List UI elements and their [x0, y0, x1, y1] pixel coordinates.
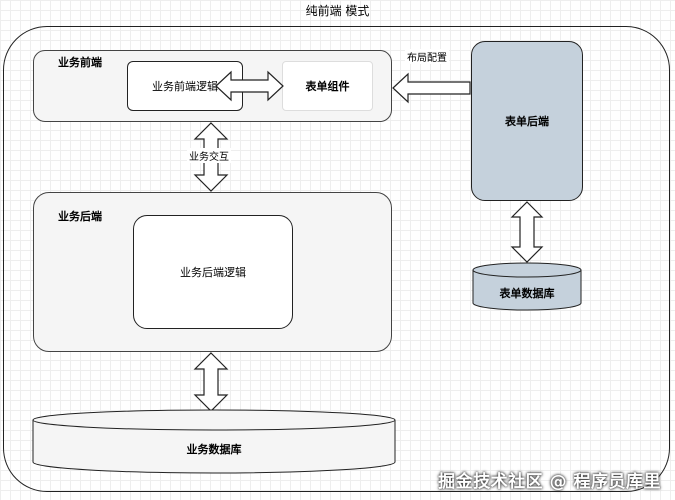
form-backend-box: 表单后端: [471, 41, 583, 201]
business-backend-title: 业务后端: [58, 210, 102, 223]
outer-container: [3, 26, 670, 492]
business-interaction-label: 业务交互: [187, 148, 231, 163]
layout-config-label: 布局配置: [405, 49, 449, 64]
form-component-box: 表单组件: [282, 61, 373, 111]
form-database-label: 表单数据库: [499, 287, 555, 300]
business-backend-logic-box: 业务后端逻辑: [133, 215, 293, 329]
watermark: 掘金技术社区 @ 程序员库里: [438, 472, 661, 492]
business-frontend-title: 业务前端: [58, 56, 102, 69]
diagram-title: 纯前端 模式: [305, 4, 370, 18]
business-database-label: 业务数据库: [186, 443, 242, 456]
